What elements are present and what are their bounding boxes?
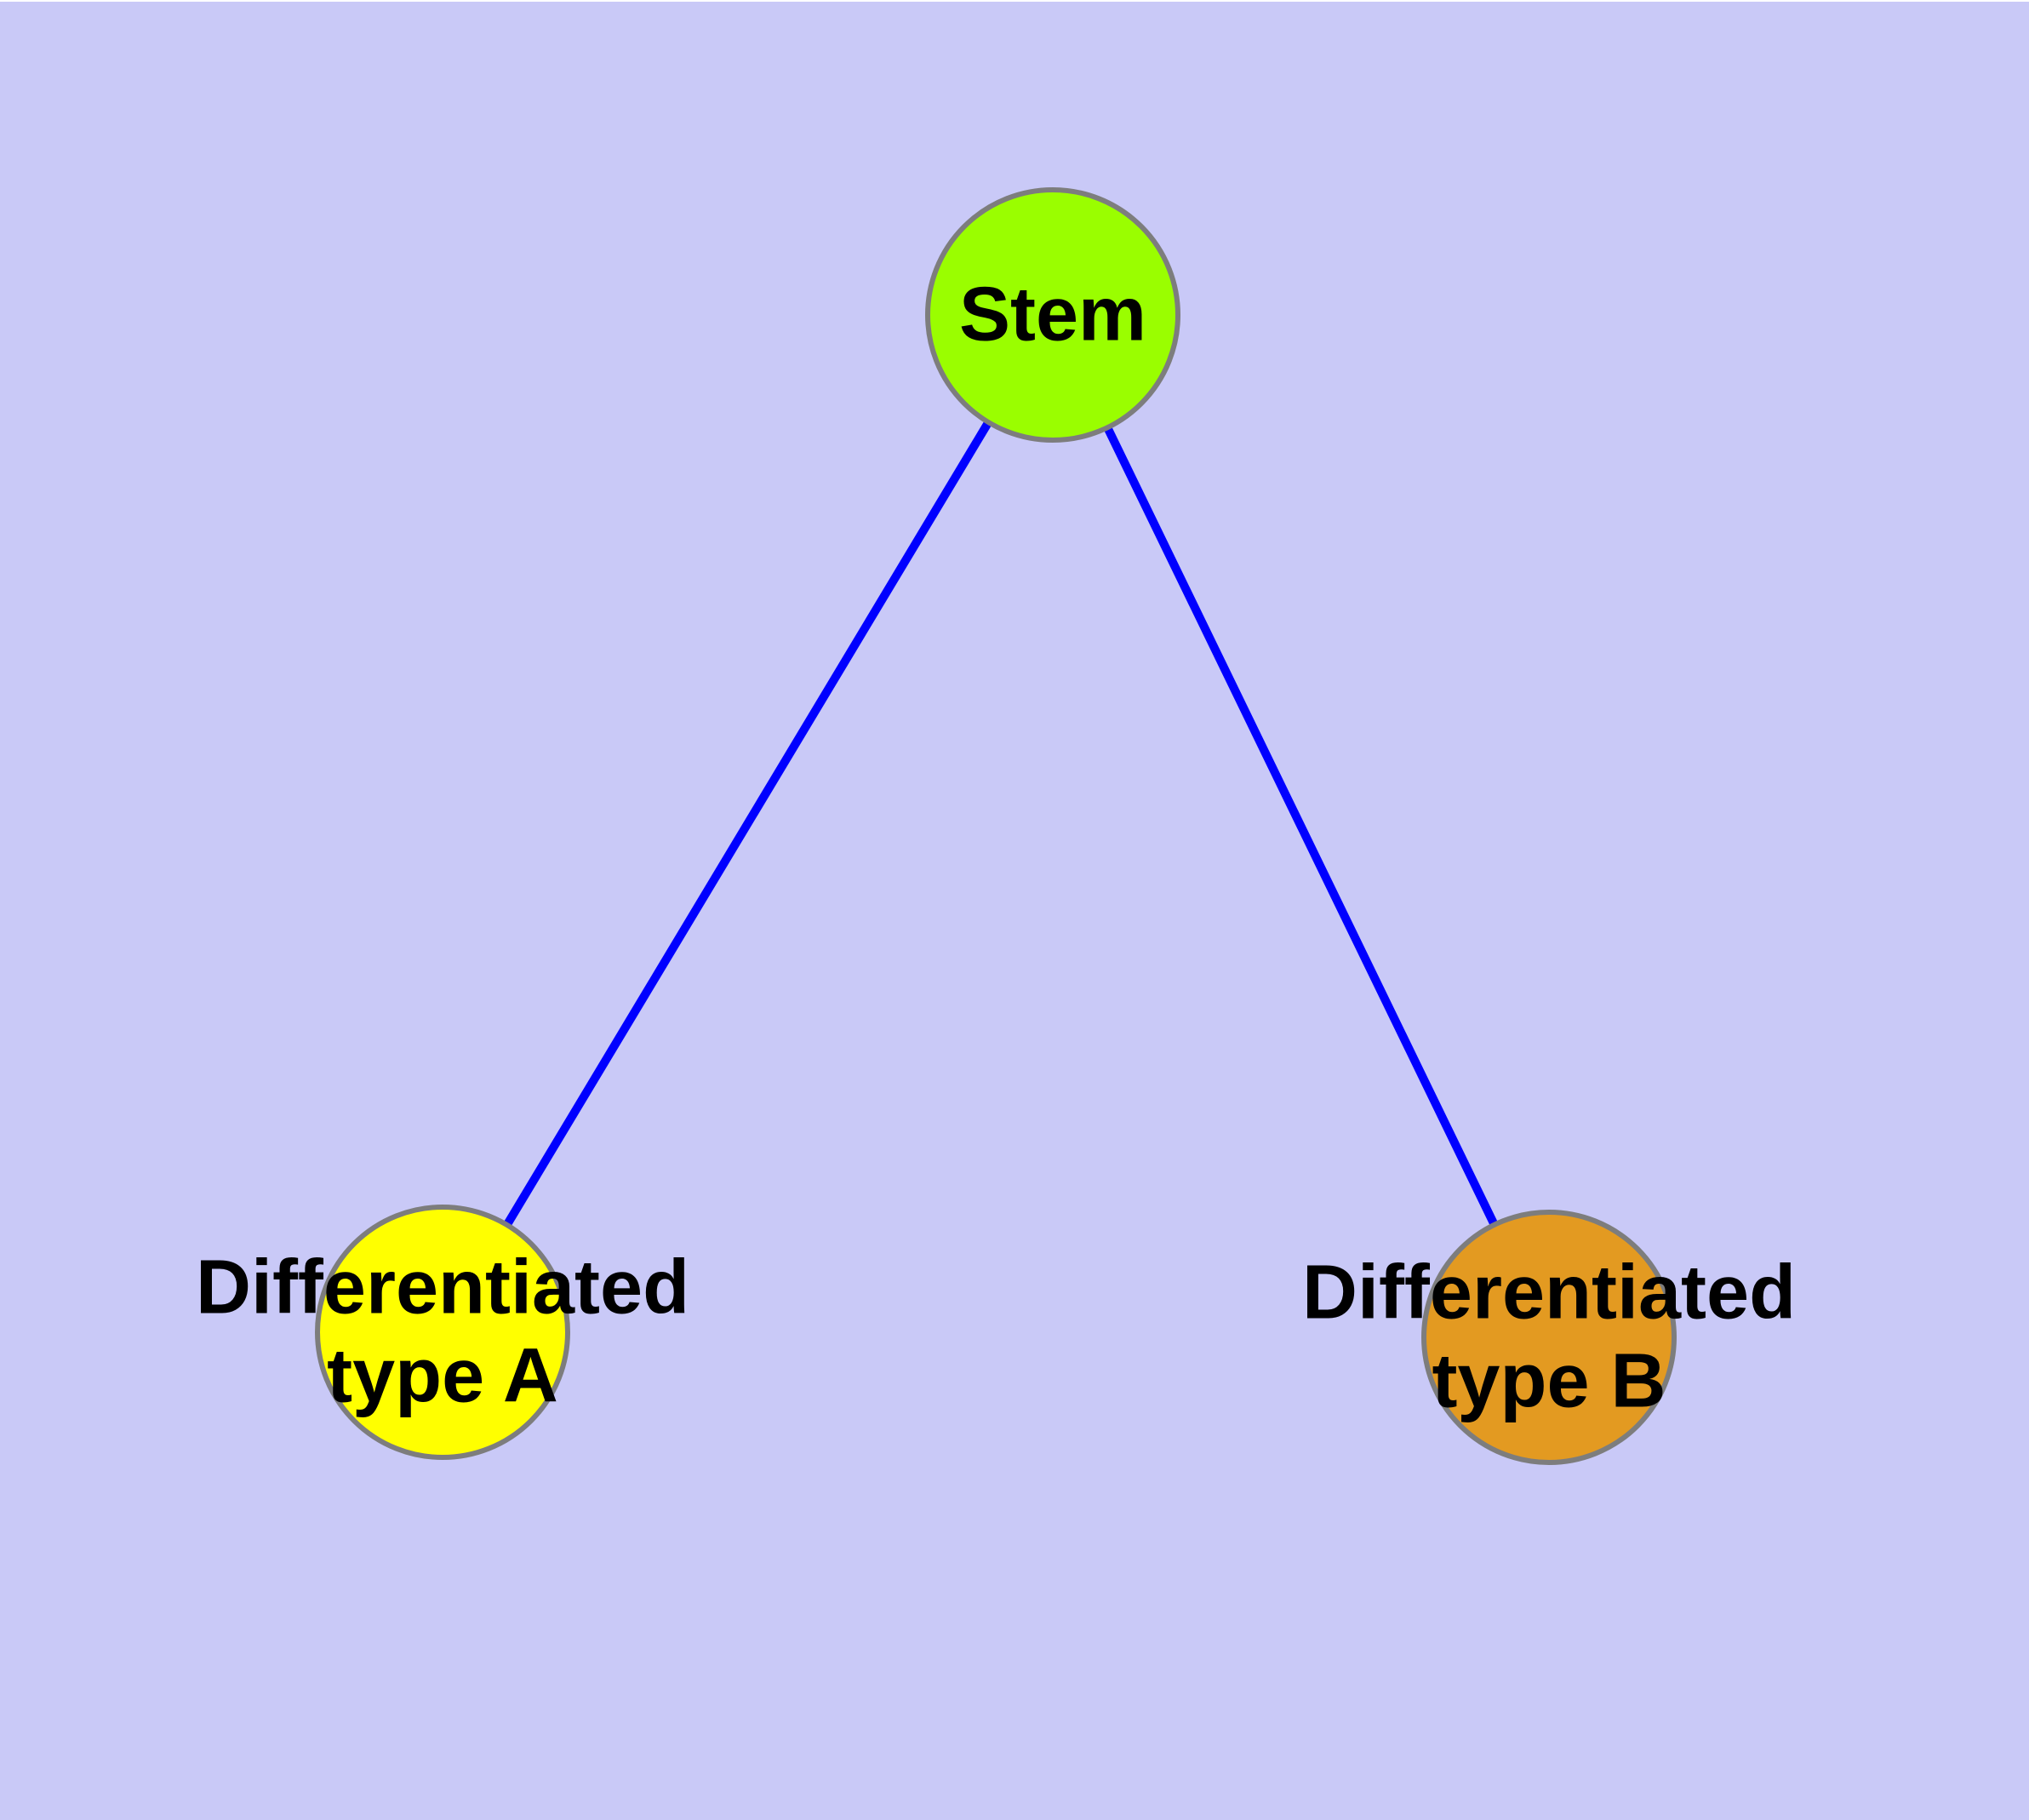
node-type-b: [1421, 1210, 1677, 1465]
node-stem: [925, 187, 1180, 443]
edge-stem-to-type-a: [438, 312, 1057, 1335]
edge-stem-to-type-b: [1049, 312, 1553, 1340]
node-type-a: [315, 1205, 570, 1460]
